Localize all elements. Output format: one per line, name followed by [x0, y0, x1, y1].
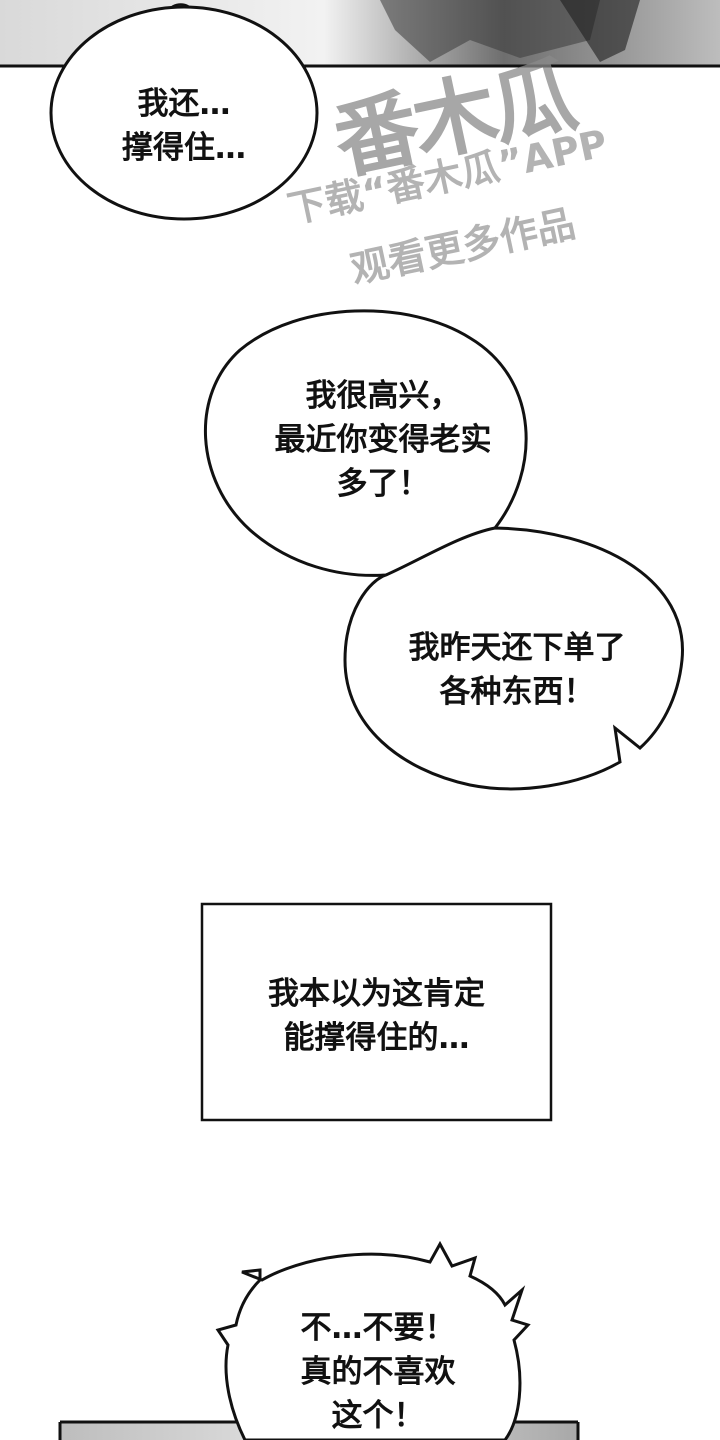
shout-line-2: 真的不喜欢 — [300, 1354, 456, 1390]
bubble-1-line-2: 撑得住… — [122, 130, 246, 166]
shout-text: 不…不要！ 真的不喜欢 这个！ — [268, 1306, 488, 1438]
caption-box — [200, 902, 553, 1122]
shout-line-1: 不…不要！ — [300, 1310, 456, 1346]
bubble-2-line-2: 最近你变得老实 — [274, 422, 492, 458]
bubble-2-text: 我很高兴， 最近你变得老实 多了！ — [228, 374, 538, 506]
bubble-2-line-1: 我很高兴， — [305, 378, 461, 414]
caption-text: 我本以为这肯定 能撑得住的… — [210, 972, 543, 1060]
shout-line-3: 这个！ — [331, 1398, 425, 1434]
speech-bubble-1 — [49, 5, 319, 221]
bubble-1-line-1: 我还… — [137, 86, 231, 122]
bubble-3-line-2: 各种东西！ — [439, 674, 595, 710]
bubble-3-line-1: 我昨天还下单了 — [408, 630, 626, 666]
speech-bubble-3 — [343, 526, 684, 791]
caption-line-1: 我本以为这肯定 — [268, 976, 485, 1012]
bubble-2-line-3: 多了！ — [336, 466, 430, 502]
caption-line-2: 能撑得住的… — [283, 1020, 470, 1056]
shout-bubble — [215, 1240, 531, 1440]
bubble-1-text: 我还… 撑得住… — [84, 82, 284, 170]
bubble-3-text: 我昨天还下单了 各种东西！ — [372, 626, 662, 714]
